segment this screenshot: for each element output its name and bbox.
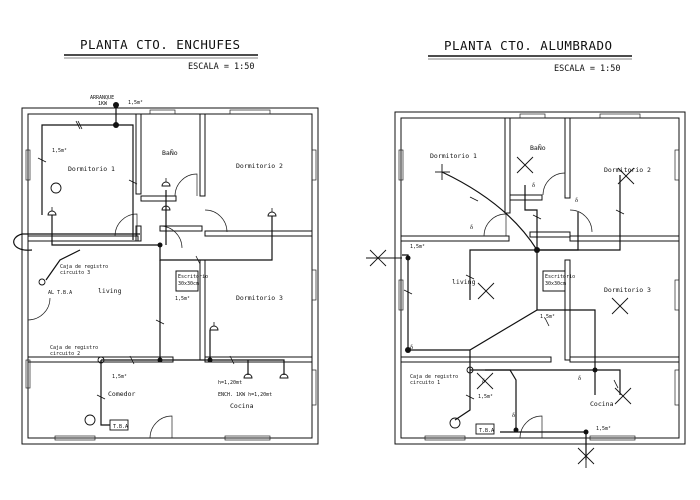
switch-icon: ᵟ [532,180,535,193]
wire-tag: 1,5m² [478,394,493,400]
right-plan-title: PLANTA CTO. ALUMBRADO [444,38,613,53]
wire-tag: 1,5m² [128,100,143,106]
left-plan-title: PLANTA CTO. ENCHUFES [80,37,241,52]
caja-reg-3-circuit: circuito 3 [60,270,90,276]
right-plan: PLANTA CTO. ALUMBRADO ESCALA = 1:50 [366,38,686,468]
right-windows [398,113,680,441]
outlet-icon [243,373,253,379]
room-comedor: Comedor [108,390,135,398]
room-cocina: Cocina [590,400,614,408]
right-light-fixtures [366,156,635,468]
caja-reg-2-label: Caja de registro [50,345,98,351]
wire-tag: 1,5m² [540,314,555,320]
right-wire-ticks [403,196,625,400]
enchufe-label: ENCH. 1KW h=1,20mt [218,392,272,398]
ceiling-light-icon [617,167,635,185]
caja-reg-1-circuit: circuito 1 [410,380,440,386]
caja-reg-3-label: Caja de registro [60,264,108,270]
tba-label: T.B.A [479,428,494,434]
room-cocina: Cocina [230,402,254,410]
outlet-icon [279,373,289,379]
left-wire-ticks [37,120,235,400]
tba-label: T.B.A [113,424,128,430]
right-junctions [405,247,598,435]
h-label: h=1,20mt [218,380,242,386]
left-circuit-wiring [13,105,285,426]
caja-reg-2-circuit: circuito 2 [50,351,80,357]
wire-tag: 1,5m² [596,426,611,432]
right-circuit-wiring [402,171,621,460]
outlet-icon [209,322,219,331]
fan-outlet-icon [449,417,461,429]
escritorio-dim: 30x30cm [178,281,199,287]
escritorio-label: Escritorio [545,274,575,280]
left-plan-scale: ESCALA = 1:50 [188,62,255,72]
escritorio-label: Escritorio [178,274,208,280]
ceiling-light-icon [435,164,450,180]
room-living: living [452,278,476,286]
room-dormitorio2: Dormitorio 2 [604,166,651,174]
left-labels: ARRANQUE 1KW 1,5m² 1,5m² Dormitorio 1 Ba… [48,95,283,430]
outlet-icon [47,207,57,216]
wire-tag: 1,5m² [175,296,190,302]
escritorio-dim: 30x30cm [545,281,566,287]
room-dormitorio2: Dormitorio 2 [236,162,283,170]
ceiling-light-icon [476,372,494,390]
room-dormitorio1: Dormitorio 1 [430,152,477,160]
left-junctions [38,102,213,364]
exterior-light-icon [366,249,402,267]
fan-outlet-icon [84,414,96,426]
room-bano: BaÑo [530,143,546,152]
arranque-power-label: 1KW [98,101,108,107]
left-tba-box [109,419,129,431]
ceiling-light-icon [614,387,632,405]
outlet-icon [267,208,277,217]
switch-icon: ᵟ [482,376,485,389]
room-dormitorio3: Dormitorio 3 [236,294,283,302]
left-doors [27,173,228,439]
switch-icon: ᵟ [575,195,578,208]
right-tba-box [475,423,495,435]
right-plan-scale: ESCALA = 1:50 [554,64,621,74]
left-plan: PLANTA CTO. ENCHUFES ESCALA = 1:50 [13,37,319,445]
outlet-icon [161,178,171,187]
switch-icon: ᵟ [512,410,515,423]
left-outlet-symbols [47,178,289,426]
room-living: living [98,287,122,295]
switch-icon: ᵟ [578,373,581,386]
exterior-light-icon [577,444,595,468]
room-dormitorio3: Dormitorio 3 [604,286,651,294]
caja-reg-1-label: Caja de registro [410,374,458,380]
outlet-icon [161,202,171,211]
left-exterior-walls [21,107,319,445]
ceiling-light-icon [516,156,534,174]
arranque-label: ARRANQUE [90,95,114,101]
ceiling-light-icon [477,282,495,300]
wire-tag: 1,5m² [52,148,67,154]
room-bano: BaÑo [162,148,178,157]
right-doors [483,172,593,439]
fan-outlet-icon [50,182,62,194]
right-labels: Dormitorio 1 BaÑo Dormitorio 2 1,5m² liv… [410,143,651,434]
right-switches: ᵟ ᵟ ᵟ ᵟ ᵟ ᵟ ᵟ [410,180,581,423]
room-dormitorio1: Dormitorio 1 [68,165,115,173]
al-tba-label: AL T.B.A [48,290,72,296]
wire-tag: 1,5m² [112,374,127,380]
switch-icon: ᵟ [470,222,473,235]
switch-icon: ᵟ [410,342,413,355]
ceiling-light-icon [611,297,629,315]
wire-tag: 1,5m² [410,244,425,250]
right-exterior-walls [394,111,686,445]
